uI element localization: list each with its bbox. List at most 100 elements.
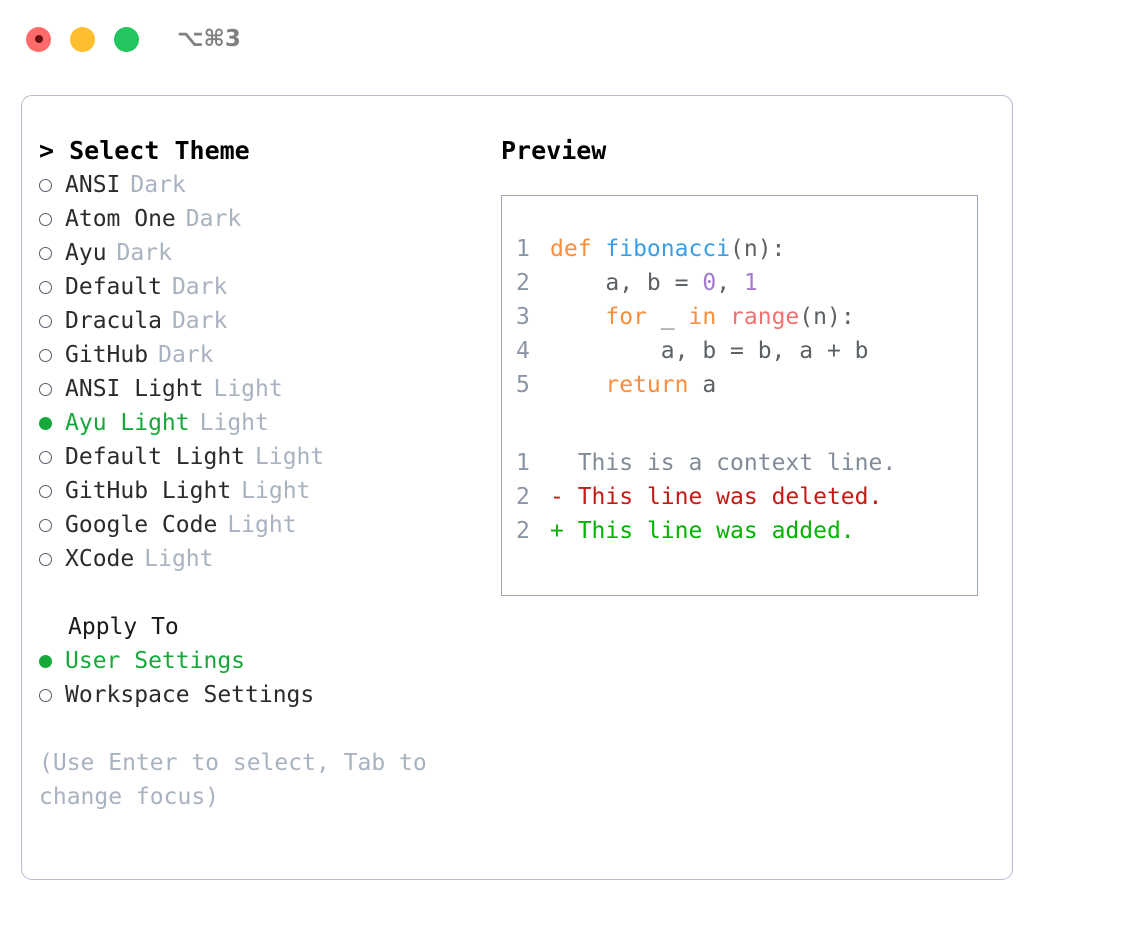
diff-text: This line was deleted. [563,484,883,510]
theme-name: Atom One [65,206,176,232]
theme-name: Default Light [65,444,246,470]
list-item[interactable]: Default Light Light [39,440,489,474]
section-spacer [39,576,489,610]
main-panel: > Select Theme ANSI Dark Atom One Dark A… [21,95,1013,880]
list-item[interactable]: GitHub Light Light [39,474,489,508]
code-token: range [730,304,800,330]
line-number: 1 [516,236,530,262]
code-token: a, b = [550,270,703,296]
theme-variant-tag: Light [199,410,269,436]
radio-icon[interactable] [39,213,65,226]
theme-variant-tag: Dark [116,240,172,266]
theme-variant-tag: Light [227,512,297,538]
diff-text: This line was added. [563,518,855,544]
diff-marker [550,446,564,480]
theme-variant-tag: Dark [130,172,186,198]
code-token: fibonacci [605,236,731,262]
code-token [716,304,730,330]
radio-icon[interactable] [39,349,65,362]
diff-line-context: 1 This is a context line. [516,446,977,480]
code-text: a, b = b, a + b [550,334,869,368]
radio-icon[interactable] [39,451,65,464]
code-token: 1 [743,270,758,296]
code-token: in [688,304,717,330]
radio-icon[interactable] [39,553,65,566]
code-token [550,372,605,398]
apply-option-label: User Settings [65,648,246,674]
code-token: _ [646,304,689,330]
close-icon [34,35,43,43]
theme-variant-tag: Light [241,478,311,504]
code-token: a [688,372,717,398]
list-item[interactable]: Google Code Light [39,508,489,542]
radio-icon-selected[interactable] [39,417,65,430]
code-line: 3 for _ in range(n): [516,300,977,334]
theme-name: Google Code [65,512,218,538]
line-number: 2 [516,270,530,296]
radio-icon-selected[interactable] [39,655,65,668]
line-number: 3 [516,304,530,330]
theme-selection-column: > Select Theme ANSI Dark Atom One Dark A… [39,134,489,814]
preview-title: Preview [501,136,607,165]
apply-option-workspace-settings[interactable]: Workspace Settings [39,678,489,712]
radio-icon[interactable] [39,179,65,192]
list-item[interactable]: ANSI Light Light [39,372,489,406]
radio-icon[interactable] [39,281,65,294]
diff-marker: - [550,484,564,510]
code-text: for _ in range(n): [550,300,855,334]
radio-icon[interactable] [39,315,65,328]
maximize-button[interactable] [114,26,139,52]
radio-icon[interactable] [39,485,65,498]
theme-name: GitHub Light [65,478,232,504]
code-preview: 1 def fibonacci(n): 2 a, b = 0, 1 3 for … [516,232,977,402]
title-bar: ⌥⌘3 [0,0,1140,78]
radio-icon[interactable] [39,247,65,260]
theme-variant-tag: Dark [171,274,228,300]
apply-option-user-settings[interactable]: User Settings [39,644,489,678]
line-number: 5 [516,372,530,398]
theme-name: ANSI Light [65,376,204,402]
code-token: a, b = b, a + b [550,338,869,364]
radio-icon[interactable] [39,689,65,702]
code-token: return [605,372,689,398]
theme-name: Ayu [65,240,107,266]
code-token: def [550,236,606,262]
preview-column: Preview 1 def fibonacci(n): 2 a, b = 0, … [501,134,991,596]
theme-name: ANSI [65,172,121,198]
list-item[interactable]: Default Dark [39,270,489,304]
code-token: (n): [799,304,855,330]
radio-icon[interactable] [39,383,65,396]
line-number: 1 [516,450,530,476]
theme-variant-tag: Dark [158,342,214,368]
theme-variant-tag: Dark [185,206,242,232]
list-item[interactable]: Atom One Dark [39,202,489,236]
list-item-selected[interactable]: Ayu Light Light [39,406,489,440]
window-controls [26,26,139,52]
code-line: 1 def fibonacci(n): [516,232,977,266]
close-button[interactable] [26,26,51,52]
code-token: for [605,304,647,330]
code-token: , [716,270,744,296]
theme-name: Dracula [65,308,162,334]
apply-option-label: Workspace Settings [65,682,315,708]
code-text: a, b = 0, 1 [550,266,758,300]
list-item[interactable]: Dracula Dark [39,304,489,338]
radio-icon[interactable] [39,519,65,532]
line-number: 2 [516,484,530,510]
preview-spacer [516,402,977,446]
theme-list[interactable]: ANSI Dark Atom One Dark Ayu Dark Default [39,168,489,576]
list-item[interactable]: XCode Light [39,542,489,576]
code-line: 2 a, b = 0, 1 [516,266,977,300]
diff-marker: + [550,518,564,544]
page-title: > Select Theme [39,136,250,165]
minimize-button[interactable] [70,26,95,52]
list-item[interactable]: Ayu Dark [39,236,489,270]
list-item[interactable]: GitHub Dark [39,338,489,372]
code-line: 4 a, b = b, a + b [516,334,977,368]
apply-to-group[interactable]: User Settings Workspace Settings [39,644,489,712]
preview-box: 1 def fibonacci(n): 2 a, b = 0, 1 3 for … [501,195,978,596]
diff-line-deleted: 2 - This line was deleted. [516,480,977,514]
diff-text: This is a context line. [563,450,897,476]
list-item[interactable]: ANSI Dark [39,168,489,202]
